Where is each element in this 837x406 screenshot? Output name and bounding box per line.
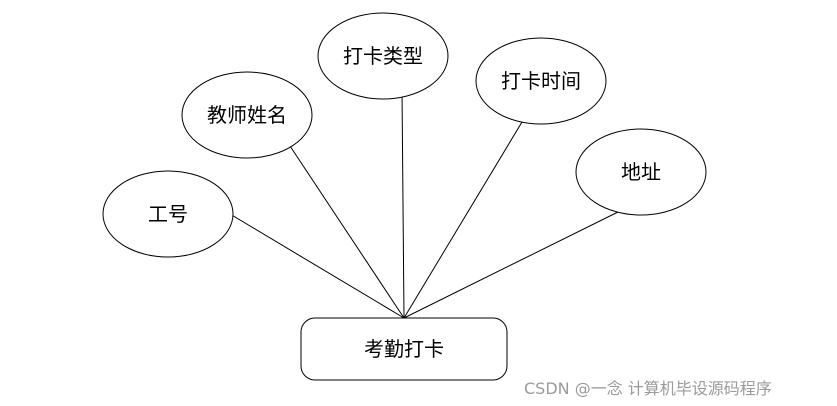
attribute-ellipse <box>181 71 313 159</box>
connector-checkin-type <box>401 89 405 319</box>
connector-teacher-name <box>289 145 405 319</box>
attribute-label: 打卡类型 <box>343 44 423 68</box>
attribute-label: 工号 <box>148 202 188 226</box>
attribute-ellipse <box>102 170 234 258</box>
entity-label: 考勤打卡 <box>364 337 444 361</box>
attribute-label: 教师姓名 <box>207 103 287 127</box>
attribute-ellipse <box>475 37 607 125</box>
attribute-ellipse <box>575 128 707 216</box>
connector-address <box>403 211 619 319</box>
entity-box <box>300 317 508 381</box>
attribute-employee-id: 工号 <box>102 170 234 258</box>
attribute-ellipse <box>317 12 449 100</box>
attribute-label: 地址 <box>621 160 661 184</box>
attribute-checkin-time: 打卡时间 <box>475 37 607 125</box>
attribute-teacher-name: 教师姓名 <box>181 71 313 159</box>
entity-attendance-checkin: 考勤打卡 <box>300 317 508 381</box>
connector-checkin-time <box>403 121 523 319</box>
attribute-label: 打卡时间 <box>501 69 581 93</box>
attribute-address: 地址 <box>575 128 707 216</box>
watermark-text: CSDN @一念 计算机毕设源码程序 <box>524 379 772 398</box>
connector-employee-id <box>229 213 405 319</box>
attribute-checkin-type: 打卡类型 <box>317 12 449 100</box>
